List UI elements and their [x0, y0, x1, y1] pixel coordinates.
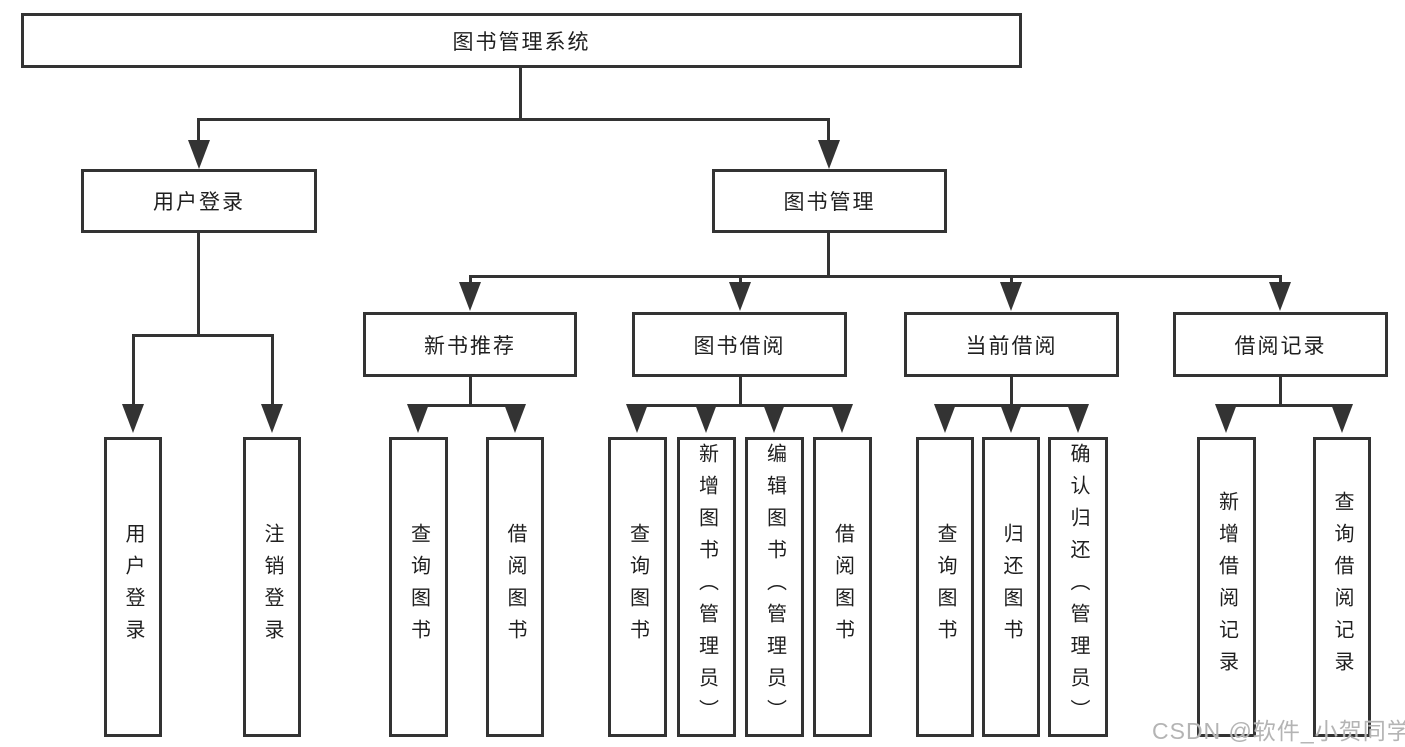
connector-level1-split [197, 118, 830, 121]
node-new-book-recommend: 新书推荐 [363, 312, 577, 377]
node-library-management-system: 图书管理系统 [21, 13, 1022, 68]
leaf-return-books: 归还图书 [982, 437, 1040, 737]
connector-drop-borrow-record [1279, 275, 1282, 285]
arrow-down-icon [818, 140, 840, 169]
connector-new-book-split [417, 404, 517, 407]
arrow-down-icon [261, 404, 283, 433]
connector-drop-user-login [197, 118, 200, 144]
node-borrowing-records: 借阅记录 [1173, 312, 1388, 377]
connector-drop-book-management [827, 118, 830, 144]
arrow-down-icon [695, 404, 717, 433]
arrow-down-icon [1000, 282, 1022, 311]
arrow-down-icon [1215, 404, 1237, 433]
connector-shaft-login [132, 334, 135, 406]
leaf-edit-books-admin: 编辑图书（管理员） [745, 437, 804, 737]
arrow-down-icon [1331, 404, 1353, 433]
arrow-down-icon [1067, 404, 1089, 433]
leaf-user-login: 用户登录 [104, 437, 162, 737]
leaf-confirm-return-admin: 确认归还（管理员） [1048, 437, 1108, 737]
connector-book-mgmt-stem [827, 233, 830, 277]
connector-book-borrow-split [636, 404, 844, 407]
arrow-down-icon [188, 140, 210, 169]
leaf-query-books-current: 查询图书 [916, 437, 974, 737]
connector-drop-current-borrow [1010, 275, 1013, 285]
arrow-down-icon [831, 404, 853, 433]
connector-shaft-logout [271, 334, 274, 406]
leaf-add-borrow-record: 新增借阅记录 [1197, 437, 1256, 737]
leaf-logout: 注销登录 [243, 437, 301, 737]
leaf-query-books-recommend: 查询图书 [389, 437, 448, 737]
node-book-borrowing: 图书借阅 [632, 312, 847, 377]
leaf-query-books-borrowing: 查询图书 [608, 437, 667, 737]
arrow-down-icon [459, 282, 481, 311]
connector-book-borrow-stem [739, 377, 742, 406]
arrow-down-icon [1000, 404, 1022, 433]
leaf-query-borrow-record: 查询借阅记录 [1313, 437, 1371, 737]
connector-level2-split [469, 275, 1282, 278]
connector-borrow-record-split [1225, 404, 1344, 407]
node-book-management: 图书管理 [712, 169, 947, 233]
connector-user-login-split [132, 334, 274, 337]
connector-root-stem [519, 68, 522, 120]
arrow-down-icon [122, 404, 144, 433]
leaf-add-books-admin: 新增图书（管理员） [677, 437, 736, 737]
arrow-down-icon [934, 404, 956, 433]
arrow-down-icon [763, 404, 785, 433]
leaf-borrow-books-recommend: 借阅图书 [486, 437, 544, 737]
connector-drop-new-book [469, 275, 472, 285]
arrow-down-icon [626, 404, 648, 433]
node-user-login: 用户登录 [81, 169, 317, 233]
connector-user-login-stem [197, 233, 200, 336]
leaf-borrow-books-borrowing: 借阅图书 [813, 437, 872, 737]
arrow-down-icon [504, 404, 526, 433]
connector-current-borrow-stem [1010, 377, 1013, 406]
connector-drop-book-borrow [739, 275, 742, 285]
connector-borrow-record-stem [1279, 377, 1282, 406]
node-current-borrowing: 当前借阅 [904, 312, 1119, 377]
arrow-down-icon [407, 404, 429, 433]
connector-new-book-stem [469, 377, 472, 406]
csdn-watermark: CSDN @软件_小贺同学 [1152, 718, 1405, 744]
arrow-down-icon [1269, 282, 1291, 311]
arrow-down-icon [729, 282, 751, 311]
